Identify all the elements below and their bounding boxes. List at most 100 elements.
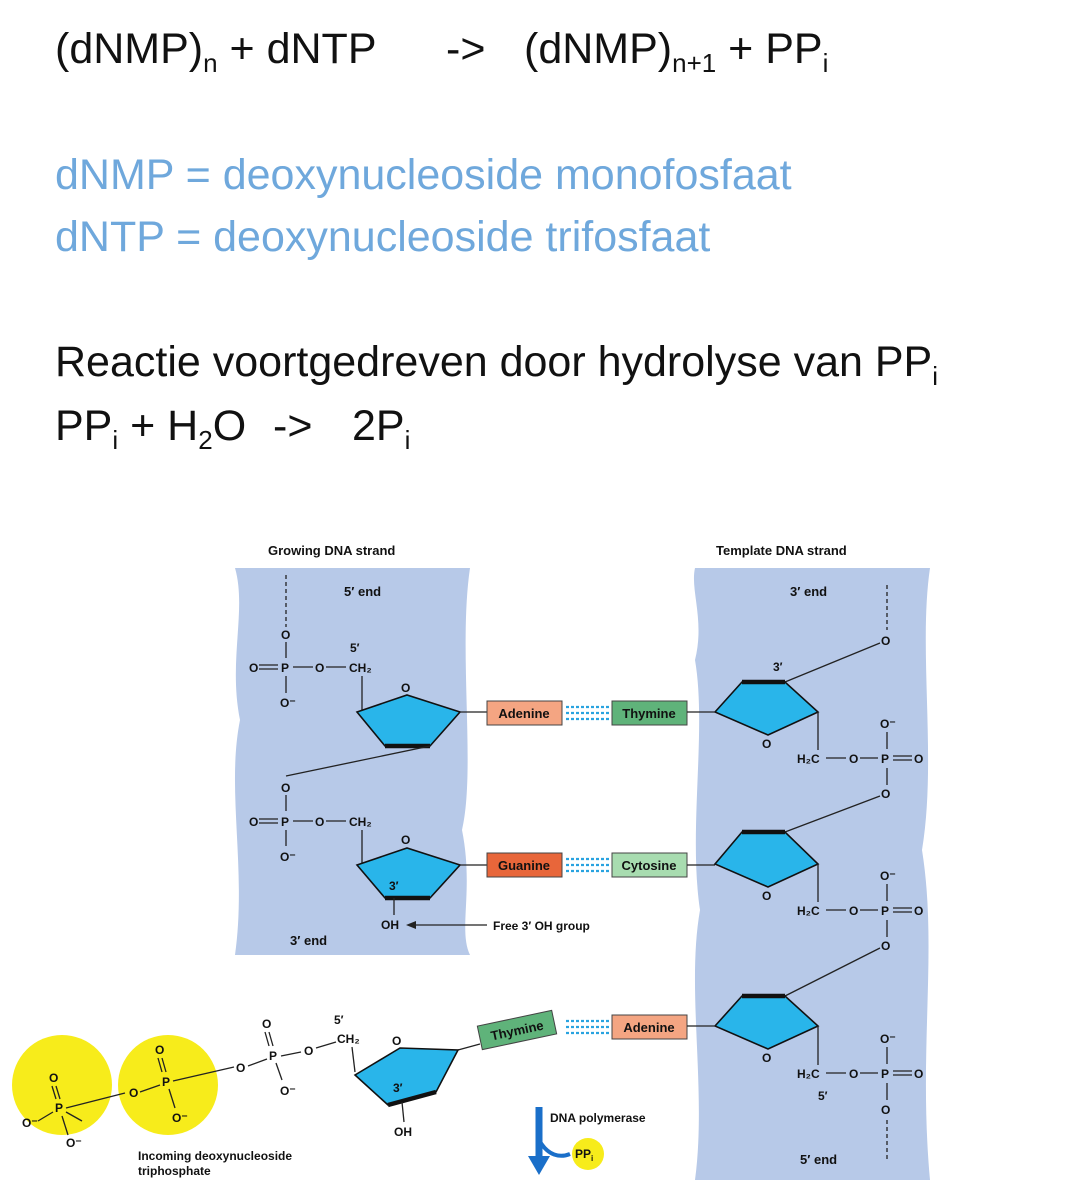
- atom-ominus: O⁻: [280, 850, 296, 864]
- ppi-circle: [572, 1138, 604, 1170]
- bond: [315, 1041, 337, 1049]
- bond: [457, 1043, 481, 1051]
- bond: [285, 745, 431, 777]
- eq-reactant-sub: n: [203, 48, 218, 78]
- hyd-plus-h: + H: [130, 402, 199, 450]
- atom-o: O: [762, 1051, 771, 1065]
- bond: [275, 1062, 283, 1081]
- atom-o: O: [392, 1034, 401, 1048]
- bond: [784, 795, 881, 833]
- atom-ch2: CH₂: [349, 661, 372, 675]
- hyd-pp: PP: [55, 402, 113, 450]
- atom-o: O: [881, 939, 890, 953]
- atom-o: O: [262, 1017, 271, 1031]
- atom-ominus: O⁻: [280, 1084, 296, 1098]
- atom-oh: OH: [381, 918, 399, 932]
- deoxyribose-ring: [353, 1047, 460, 1106]
- bond: [55, 1085, 61, 1100]
- atom-p: P: [881, 1067, 889, 1081]
- hydrolysis-text: Reactie voortgedreven door hydrolyse van…: [55, 338, 933, 386]
- base-label: Adenine: [498, 706, 549, 721]
- atom-o: O: [249, 661, 258, 675]
- atom-3prime: 3′: [773, 660, 783, 674]
- atom-o: O: [881, 1103, 890, 1117]
- atom-p: P: [281, 661, 289, 675]
- reaction-product: (dNMP)n+1 + PPi: [524, 28, 828, 77]
- bond: [65, 1092, 126, 1109]
- atom-ominus: O⁻: [172, 1111, 188, 1125]
- atom-o: O: [762, 737, 771, 751]
- bond: [37, 1111, 54, 1122]
- atom-o: O: [914, 904, 923, 918]
- bond: [161, 1057, 167, 1073]
- atom-o: O: [304, 1044, 313, 1058]
- atom-ominus: O⁻: [880, 717, 896, 731]
- incoming-label-1: Incoming deoxynucleoside: [138, 1149, 292, 1163]
- bond: [168, 1088, 176, 1109]
- atom-p: P: [55, 1101, 63, 1115]
- atom-ominus: O⁻: [280, 696, 296, 710]
- base-adenine: [486, 700, 563, 726]
- deoxyribose-ring: [355, 847, 462, 899]
- atom-o: O: [315, 815, 324, 829]
- growing-3-end: 3′ end: [290, 933, 327, 948]
- atom-5prime: 5′: [334, 1013, 344, 1027]
- hyd-2p-sub: i: [404, 425, 411, 455]
- growing-5-end: 5′ end: [344, 584, 381, 599]
- atom-5prime: 5′: [350, 641, 360, 655]
- atom-ominus: O⁻: [880, 869, 896, 883]
- atom-o: O: [281, 628, 290, 642]
- bond: [157, 1057, 163, 1073]
- base-label: Thymine: [622, 706, 675, 721]
- growing-strand-title: Growing DNA strand: [268, 543, 395, 558]
- eq-pp-sub: i: [822, 48, 829, 78]
- eq-arrow: ->: [446, 25, 486, 73]
- atom-p: P: [269, 1049, 277, 1063]
- eq-product-sub: n+1: [672, 48, 717, 78]
- hyd-arrow: ->: [273, 402, 313, 450]
- atom-p: P: [281, 815, 289, 829]
- free-oh-label: Free 3′ OH group: [493, 919, 590, 933]
- base-thymine: [611, 700, 688, 726]
- eq-plus-dntp: + dNTP: [229, 25, 377, 73]
- bond: [351, 1046, 356, 1073]
- ppi-sub: i: [591, 1154, 593, 1163]
- ppi-text: PP: [575, 1147, 591, 1161]
- eq-reactant: (dNMP): [55, 25, 204, 73]
- definition-dntp: dNTP = deoxynucleoside trifosfaat: [55, 213, 711, 261]
- bond: [51, 1085, 57, 1100]
- atom-3prime: 3′: [389, 879, 399, 893]
- atom-p: P: [881, 752, 889, 766]
- ring-bold-edge: [387, 1089, 437, 1108]
- bond: [247, 1058, 268, 1067]
- polymerase-arrowhead: [528, 1156, 550, 1175]
- bond: [784, 947, 881, 997]
- base-adenine: [611, 1014, 688, 1040]
- atom-o: O: [401, 681, 410, 695]
- base-label: Cytosine: [622, 858, 677, 873]
- atom-o: O: [281, 781, 290, 795]
- hyd-h2o-sub: 2: [198, 425, 213, 455]
- deoxyribose-ring: [713, 995, 820, 1050]
- hyd-product: 2Pi: [352, 405, 410, 454]
- template-5-end: 5′ end: [800, 1152, 837, 1167]
- deoxyribose-ring: [713, 681, 820, 736]
- template-3-end: 3′ end: [790, 584, 827, 599]
- atom-ch2: CH₂: [349, 815, 372, 829]
- bond: [268, 1031, 274, 1047]
- atom-o: O: [249, 815, 258, 829]
- base-thymine-incoming: Thymine: [476, 1009, 558, 1051]
- ppi-release-arrow: [537, 1138, 571, 1158]
- atom-o: O: [881, 634, 890, 648]
- atom-o: O: [155, 1043, 164, 1057]
- atom-ominus: O⁻: [22, 1116, 38, 1130]
- ppi-label: PPi: [575, 1147, 593, 1163]
- atom-p: P: [162, 1075, 170, 1089]
- atom-h2c: H₂C: [797, 1067, 820, 1081]
- atom-o: O: [315, 661, 324, 675]
- atom-o: O: [49, 1071, 58, 1085]
- atom-o: O: [236, 1061, 245, 1075]
- atom-o: O: [849, 1067, 858, 1081]
- bond: [784, 642, 881, 683]
- deoxyribose-ring: [713, 831, 820, 888]
